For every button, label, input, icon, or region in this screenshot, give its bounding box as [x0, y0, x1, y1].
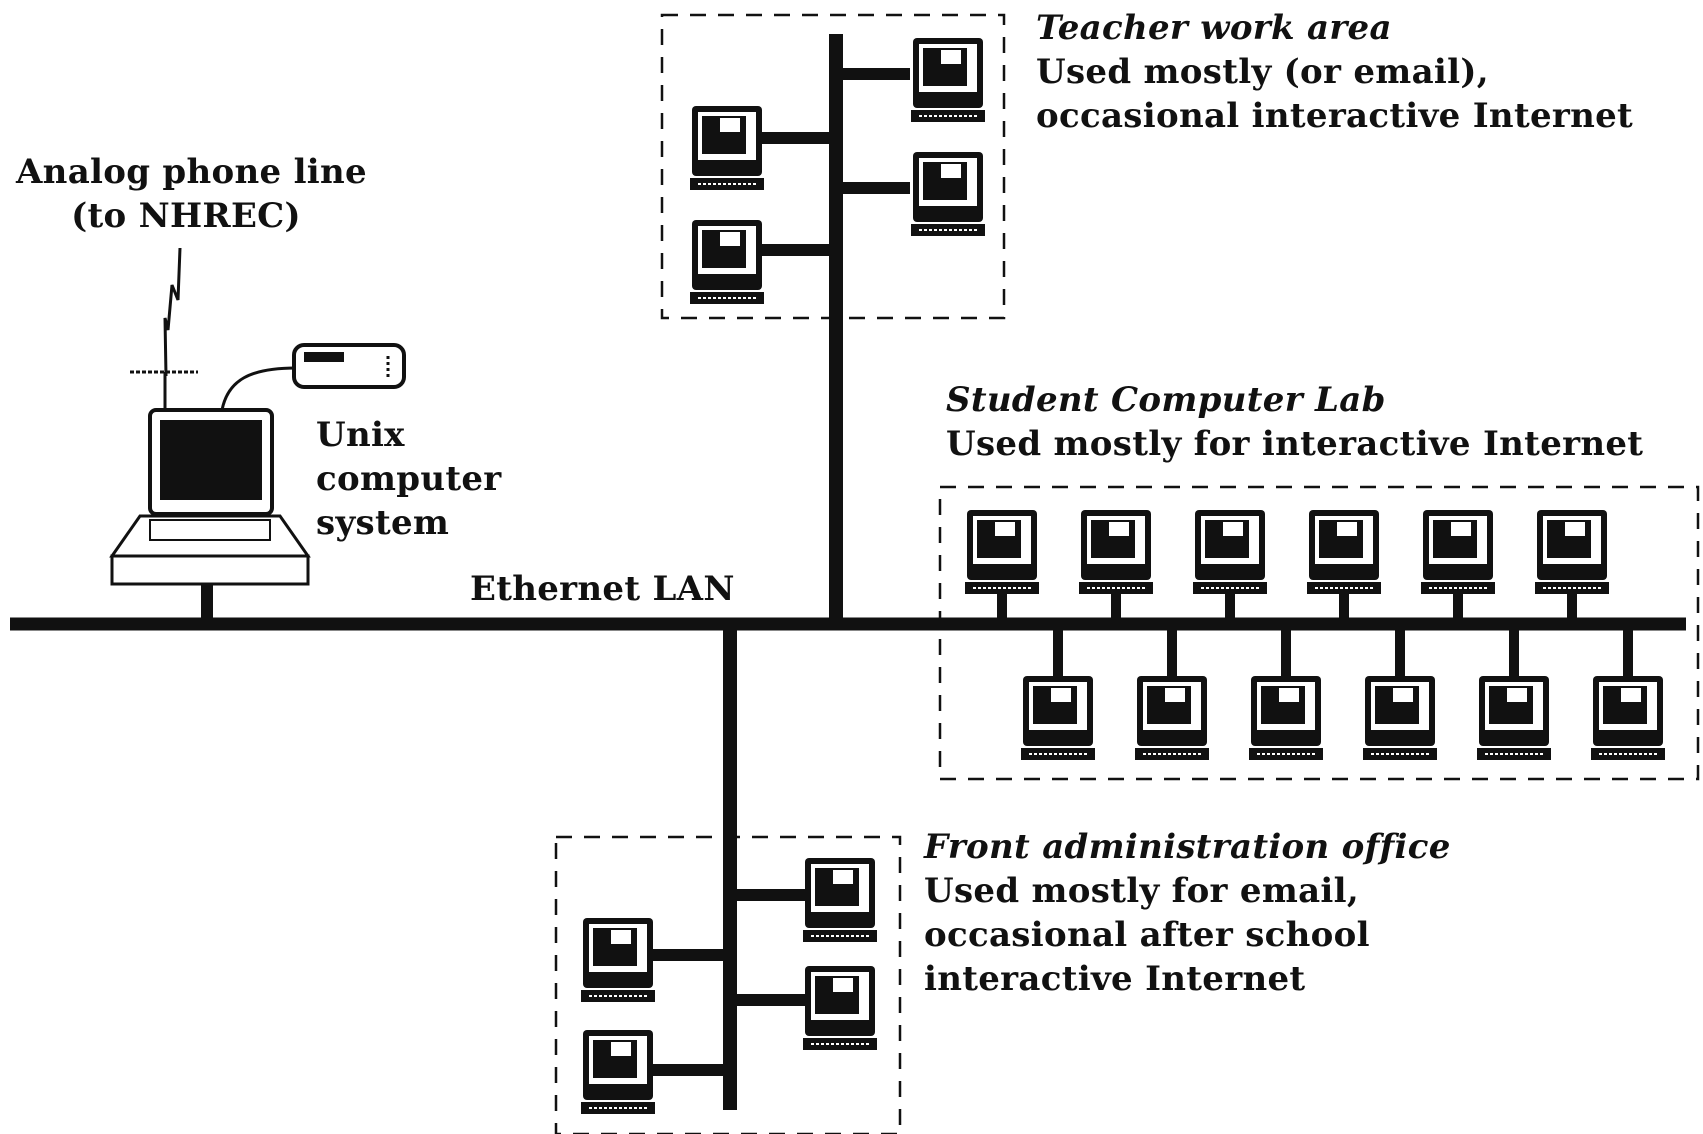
screen-window: [1451, 522, 1471, 536]
keyboard: [1535, 582, 1609, 594]
screen-window: [1223, 522, 1243, 536]
ethernet-lan-label: Ethernet LAN: [470, 567, 735, 611]
lab-workstation-top-4: [1307, 510, 1381, 594]
keyboard: [1477, 748, 1551, 760]
keyboard: [1135, 748, 1209, 760]
phone-line-label-line-2: (to NHREC): [71, 196, 301, 236]
lab-workstation-bottom-5: [1477, 676, 1551, 760]
keyboard: [965, 582, 1039, 594]
teacher-area-line-1: Used mostly (or email),: [1036, 52, 1489, 92]
screen-window: [720, 118, 740, 132]
front-workstation-2: [581, 918, 655, 1002]
front-office-title: Front administration office: [924, 827, 1451, 867]
screen-window: [720, 232, 740, 246]
machines: [581, 38, 1665, 1114]
keyboard: [911, 224, 985, 236]
screen-window: [1621, 688, 1641, 702]
lab-workstation-bottom-3: [1249, 676, 1323, 760]
lab-workstation-bottom-4: [1363, 676, 1437, 760]
screen-window: [1337, 522, 1357, 536]
front-office-label: Front administration office Used mostly …: [924, 825, 1451, 1001]
teacher-workstation-1: [911, 38, 985, 122]
teacher-workstation-2: [690, 106, 764, 190]
phone-line-label: Analog phone line (to NHREC): [16, 150, 367, 238]
keyboard: [581, 1102, 655, 1114]
modem-icon: [292, 343, 406, 389]
front-workstation-1: [803, 858, 877, 942]
screen-window: [833, 870, 853, 884]
student-lab-zone-boundary: [938, 485, 1700, 781]
teacher-area-line-2: occasional interactive Internet: [1036, 96, 1634, 136]
unix-label-line-3: system: [316, 503, 450, 543]
screen-window: [1279, 688, 1299, 702]
unix-base: [110, 554, 310, 586]
keyboard: [1421, 582, 1495, 594]
teacher-workstation-3: [911, 152, 985, 236]
teacher-workstation-4: [690, 220, 764, 304]
lab-workstation-top-3: [1193, 510, 1267, 594]
front-office-line-2: occasional after school: [924, 915, 1370, 955]
keyboard: [1591, 748, 1665, 760]
keyboard: [1193, 582, 1267, 594]
screen-window: [833, 978, 853, 992]
modem-cable: [220, 366, 297, 411]
screen-window: [1109, 522, 1129, 536]
unix-computer-group: [109, 247, 406, 586]
keyboard: [1249, 748, 1323, 760]
screen-window: [941, 50, 961, 64]
keyboard: [690, 292, 764, 304]
keyboard: [690, 178, 764, 190]
student-lab-label: Student Computer Lab Used mostly for int…: [946, 378, 1643, 466]
phone-line-label-line-1: Analog phone line: [16, 152, 367, 192]
cables: [10, 34, 1686, 1110]
unix-keyboard: [149, 519, 271, 541]
front-office-line-1: Used mostly for email,: [924, 871, 1360, 911]
unix-label-line-1: Unix: [316, 415, 405, 455]
keyboard: [1363, 748, 1437, 760]
keyboard: [803, 930, 877, 942]
screen-window: [1393, 688, 1413, 702]
keyboard: [803, 1038, 877, 1050]
unix-label-line-2: computer: [316, 459, 502, 499]
front-workstation-4: [581, 1030, 655, 1114]
screen-window: [941, 164, 961, 178]
modem-light-bar: [304, 352, 344, 362]
unix-system-label: Unix computer system: [316, 413, 502, 545]
lab-workstation-top-2: [1079, 510, 1153, 594]
teacher-area-title: Teacher work area: [1036, 8, 1392, 48]
lab-workstation-top-6: [1535, 510, 1609, 594]
screen-window: [1165, 688, 1185, 702]
lab-workstation-bottom-1: [1021, 676, 1095, 760]
front-workstation-3: [803, 966, 877, 1050]
keyboard: [1021, 748, 1095, 760]
screen-window: [611, 1042, 631, 1056]
screen-window: [1565, 522, 1585, 536]
keyboard: [1307, 582, 1381, 594]
keyboard: [1079, 582, 1153, 594]
front-office-line-3: interactive Internet: [924, 959, 1306, 999]
lab-workstation-top-5: [1421, 510, 1495, 594]
lab-workstation-bottom-6: [1591, 676, 1665, 760]
keyboard: [911, 110, 985, 122]
student-lab-title: Student Computer Lab: [946, 380, 1386, 420]
keyboard: [581, 990, 655, 1002]
unix-screen: [160, 420, 262, 500]
phone-line-icon: [163, 247, 182, 377]
screen-window: [1051, 688, 1071, 702]
lab-workstation-top-1: [965, 510, 1039, 594]
ethernet-label-text: Ethernet LAN: [470, 569, 735, 609]
screen-window: [611, 930, 631, 944]
student-lab-line-1: Used mostly for interactive Internet: [946, 424, 1644, 464]
teacher-area-label: Teacher work area Used mostly (or email)…: [1036, 6, 1633, 138]
screen-window: [1507, 688, 1527, 702]
lab-workstation-bottom-2: [1135, 676, 1209, 760]
screen-window: [995, 522, 1015, 536]
